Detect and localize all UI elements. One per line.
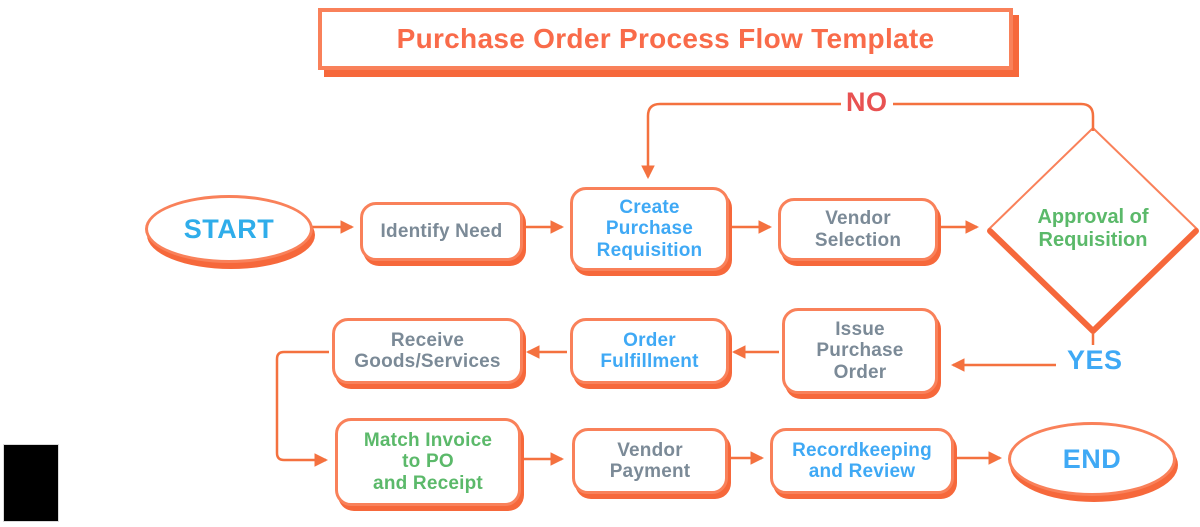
- edge-receive-match: [275, 350, 329, 467]
- node-start: START: [145, 195, 313, 263]
- node-identify-need: Identify Need: [360, 202, 523, 261]
- node-end: END: [1008, 422, 1176, 496]
- node-match-invoice-to-po-and-receipt: Match Invoice to PO and Receipt: [335, 418, 521, 506]
- edge-label-no: NO: [841, 87, 893, 118]
- diagram-title: Purchase Order Process Flow Template: [318, 8, 1013, 70]
- node-vendor-payment: Vendor Payment: [572, 428, 728, 494]
- corner-black-box: [3, 444, 59, 522]
- node-vendor-selection: Vendor Selection: [778, 198, 938, 261]
- node-order-fulfillment: Order Fulfillment: [570, 318, 729, 384]
- node-recordkeeping-and-review: Recordkeeping and Review: [770, 428, 954, 494]
- node-approval-of-requisition: Approval of Requisition: [1037, 206, 1149, 251]
- node-issue-purchase-order: Issue Purchase Order: [782, 308, 938, 394]
- node-create-purchase-requisition: Create Purchase Requisition: [570, 187, 729, 271]
- approval-diamond-shadow: [987, 228, 1199, 334]
- node-receive-goods-services: Receive Goods/Services: [332, 318, 523, 384]
- edge-label-yes: YES: [1062, 345, 1128, 376]
